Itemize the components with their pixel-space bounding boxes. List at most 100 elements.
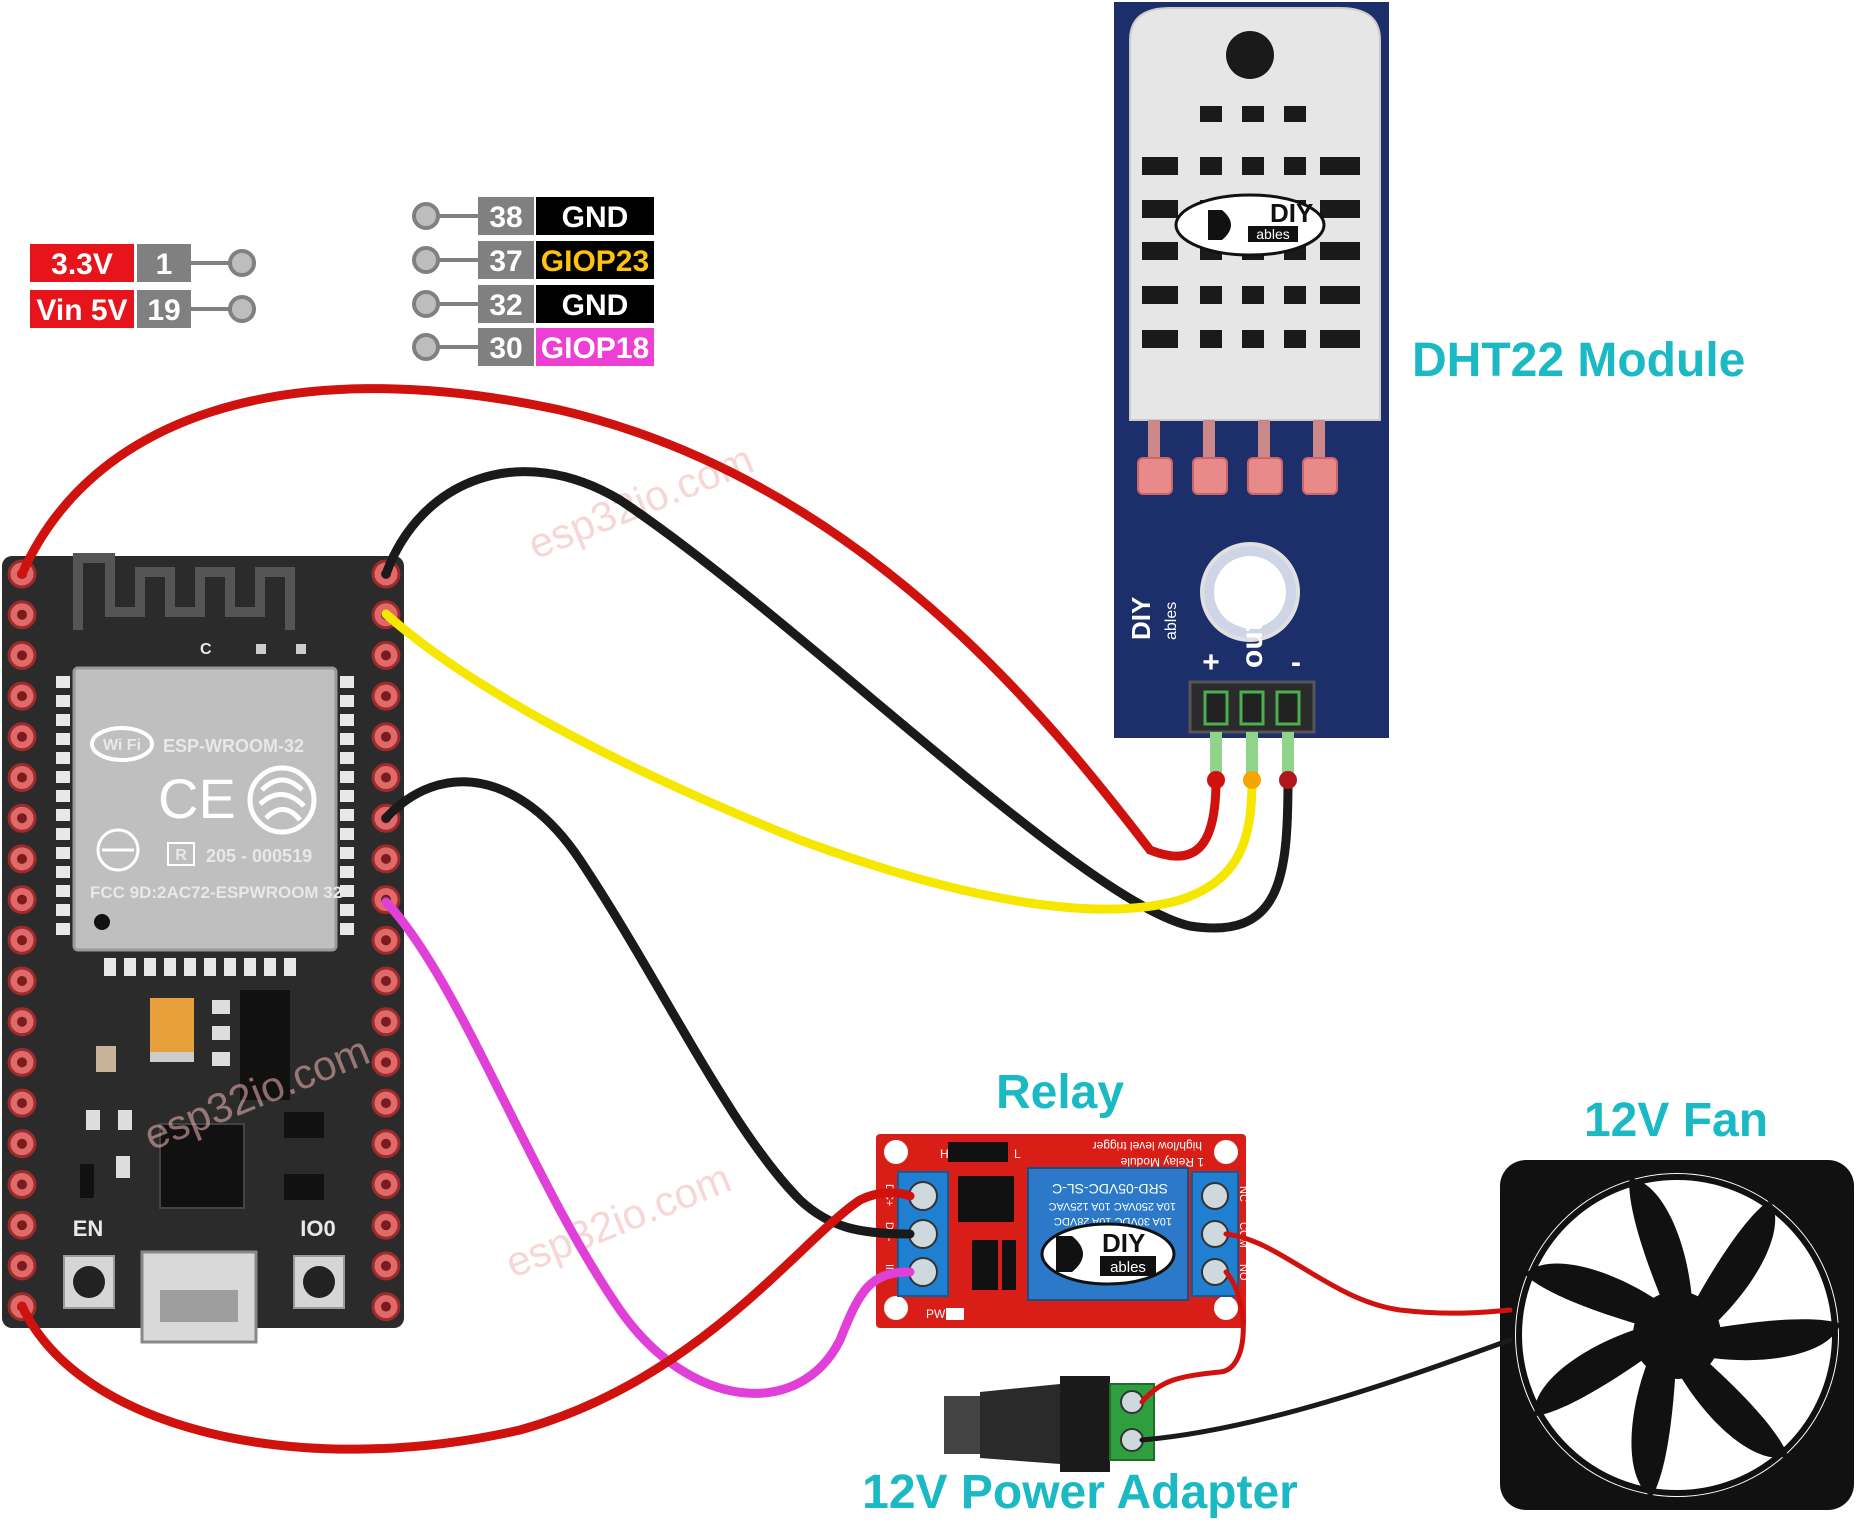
pin-number-30: 30 xyxy=(489,332,522,365)
com-label: COM xyxy=(1237,1222,1249,1248)
watermark: esp32io.com xyxy=(521,435,759,568)
pin-name-3v3: 3.3V xyxy=(51,248,113,281)
pin-legend-3v3: 3.3V 1 xyxy=(30,244,256,282)
esp32-pin-row-left xyxy=(7,559,37,1322)
pin-connector-icon xyxy=(228,249,256,277)
dht22-label: DHT22 Module xyxy=(1412,334,1745,387)
wire-end-icon xyxy=(1279,771,1297,789)
sensor-grille xyxy=(1142,106,1360,348)
logo-ables-text: ables xyxy=(1163,602,1180,640)
mount-hole-icon xyxy=(1214,1140,1238,1164)
mount-hole-icon xyxy=(884,1140,908,1164)
pin-connector-icon xyxy=(228,295,256,323)
module-name: ESP-WROOM-32 xyxy=(163,736,304,756)
pin-connector-icon xyxy=(412,290,440,318)
c-mark: C xyxy=(200,641,212,658)
r-mark: R xyxy=(175,847,187,864)
wire-gnd-black-dht xyxy=(381,467,1293,933)
optocoupler xyxy=(958,1176,1014,1222)
watermark: esp32io.com xyxy=(499,1154,737,1287)
relay-label: Relay xyxy=(996,1066,1124,1119)
jumper-l-label: L xyxy=(1014,1147,1021,1161)
io0-button[interactable] xyxy=(293,1255,345,1309)
logo-d-icon xyxy=(1056,1236,1083,1272)
power-pin-legend: 3.3V 1 Vin 5V 19 xyxy=(30,244,256,328)
esp-wroom-32-module xyxy=(72,666,338,952)
fcc-id: FCC 9D:2AC72-ESPWROOM 32 xyxy=(90,883,342,902)
nc-label: NC xyxy=(1237,1186,1249,1202)
pin-legend-37: 37 GIOP23 xyxy=(412,241,654,279)
logo-ables-text: ables xyxy=(1110,1259,1146,1276)
pin-legend-32: 32 GND xyxy=(412,285,654,323)
wifi-text: Wi Fi xyxy=(103,737,141,754)
io0-label: IO0 xyxy=(300,1216,335,1241)
power-adapter-jack[interactable] xyxy=(944,1376,1155,1472)
module-pads xyxy=(56,676,354,976)
logo-diy-text: DIY xyxy=(1270,198,1313,228)
telec-icon xyxy=(96,828,140,872)
mount-hole-icon xyxy=(1226,31,1274,79)
wire-3v3-red xyxy=(17,384,1221,861)
pwr-label: PWR xyxy=(926,1307,954,1321)
esp32-board: C Wi Fi ESP-WROOM-32 CE R 205 - 000519 F… xyxy=(2,553,404,1344)
logo-d-icon xyxy=(1208,210,1231,240)
mount-hole-icon xyxy=(1214,1296,1238,1320)
mount-hole-icon xyxy=(884,1296,908,1320)
usb-uart-chip xyxy=(159,1123,245,1209)
pin-number-32: 32 xyxy=(489,289,522,322)
logo-diy-text: DIY xyxy=(1126,597,1156,640)
capacitor xyxy=(150,998,194,1062)
gpio-pin-legend: 38 GND 37 GIOP23 32 GND 30 GIOP18 xyxy=(412,197,654,366)
pin-name-vin5v: Vin 5V xyxy=(36,294,127,327)
wire-end-icon xyxy=(1243,771,1261,789)
cert-number: 205 - 000519 xyxy=(206,846,312,866)
wire-end-icon xyxy=(1207,771,1225,789)
pin-name-gnd: GND xyxy=(562,201,629,234)
relay-spec1: SRD-05VDC-SL-C xyxy=(1052,1181,1168,1197)
jumper[interactable] xyxy=(948,1142,1008,1162)
wire-giop18-pink xyxy=(381,897,915,1398)
board-logo-rotated: DIY ables xyxy=(1126,597,1180,640)
pin-legend-30: 30 GIOP18 xyxy=(412,328,654,366)
logo-ables-text: ables xyxy=(1256,226,1289,242)
logo-diy-text: DIY xyxy=(1102,1228,1145,1258)
wire-giop23-yellow xyxy=(381,609,1257,914)
pin-out-label: out xyxy=(1236,621,1269,668)
en-button[interactable] xyxy=(63,1255,115,1309)
mount-hole-inner xyxy=(1214,556,1286,628)
wire-vin-red xyxy=(17,1188,915,1454)
components xyxy=(80,990,324,1209)
relay-coil-block: SRD-05VDC-SL-C 10A 250VAC 10A 125VAC 10A… xyxy=(1027,1167,1189,1301)
micro-usb-port[interactable] xyxy=(140,1250,258,1344)
antenna-trace xyxy=(73,553,295,630)
en-label: EN xyxy=(73,1216,104,1241)
pin1-dot xyxy=(94,914,110,930)
diyables-logo: DIY ables xyxy=(1174,193,1326,257)
wire-adapter-fan-black xyxy=(1139,1337,1513,1443)
dht22-module: DIY ables DIY ables + out - xyxy=(1114,2,1389,776)
pin-name-gnd: GND xyxy=(562,289,629,322)
ce-mark: CE xyxy=(158,767,236,830)
relay-spec2: 10A 250VAC 10A 125VAC xyxy=(1049,1200,1176,1212)
fan-icon xyxy=(1500,1160,1854,1510)
dht22-legs xyxy=(1137,420,1338,495)
pin-connector-icon xyxy=(412,333,440,361)
relay-spec3: 10A 30VDC 10A 28VDC xyxy=(1054,1215,1172,1227)
wires xyxy=(17,384,1513,1454)
no-label: NO xyxy=(1237,1264,1249,1281)
pin-number-19: 19 xyxy=(147,294,180,327)
wifi-icon: Wi Fi xyxy=(90,726,154,762)
pin-name-giop18: GIOP18 xyxy=(541,332,649,365)
screw-icon xyxy=(1201,1182,1229,1210)
pin-name-giop23: GIOP23 xyxy=(541,245,649,278)
wire-no-adapter-red xyxy=(1139,1269,1246,1405)
relay-trigger-text: high/low level trigger xyxy=(1093,1139,1202,1153)
pin-legend-vin5v: Vin 5V 19 xyxy=(30,290,256,328)
relay-module: high/low level trigger 1 Relay Module H … xyxy=(876,1134,1249,1328)
adapter-label: 12V Power Adapter xyxy=(862,1466,1298,1519)
regulator xyxy=(240,990,290,1100)
in-label: IN xyxy=(883,1264,895,1275)
espressif-logo-icon xyxy=(247,765,317,835)
